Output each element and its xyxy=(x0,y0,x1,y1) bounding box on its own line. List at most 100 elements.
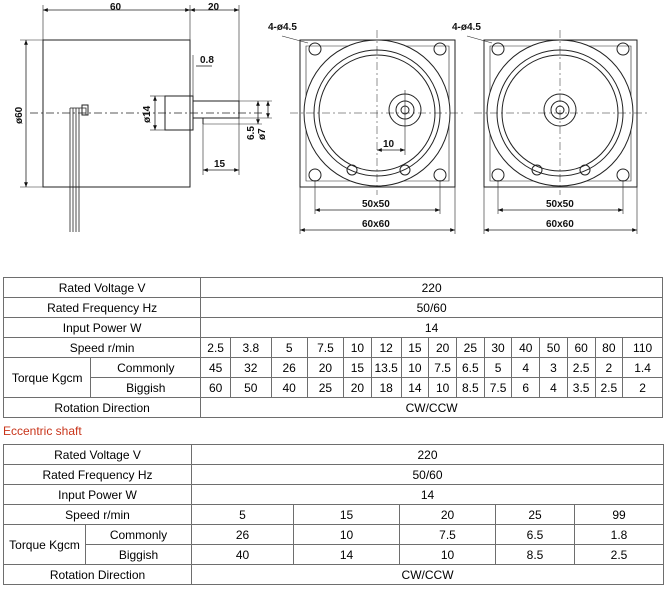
commonly-label: Commonly xyxy=(90,357,202,378)
rated-frequency-value: 50/60 xyxy=(191,464,665,485)
table-row-commonly: Torque Kgcm Commonly 26 10 7.5 6.5 1.8 xyxy=(3,524,665,565)
biggish-label: Biggish xyxy=(84,544,193,565)
table-row-biggish: Biggish 60 50 40 25 20 18 14 10 8.5 7.5 … xyxy=(4,377,663,398)
table-row: Rated Voltage V 220 xyxy=(2,277,663,298)
front-view-1 xyxy=(281,30,465,234)
table-row: Input Power W 14 xyxy=(2,317,663,338)
commonly-cell: 1.4 xyxy=(622,357,663,378)
spec-table-eccentric: Rated Voltage V 220 Rated Frequency Hz 5… xyxy=(2,444,665,585)
commonly-cell: 26 xyxy=(270,357,308,378)
front2-hole xyxy=(491,42,505,56)
rated-voltage-label: Rated Voltage V xyxy=(2,277,202,298)
biggish-cell: 40 xyxy=(270,377,308,398)
dim-15: 15 xyxy=(214,159,226,170)
rated-frequency-label: Rated Frequency Hz xyxy=(2,464,193,485)
commonly-cell: 13.5 xyxy=(370,357,402,378)
torque-label: Torque Kgcm xyxy=(2,357,92,398)
biggish-cell: 50 xyxy=(230,377,272,398)
biggish-cell: 2.5 xyxy=(594,377,624,398)
eccentric-shaft-heading: Eccentric shaft xyxy=(3,424,82,438)
biggish-cell: 6 xyxy=(511,377,541,398)
biggish-cell: 60 xyxy=(200,377,232,398)
front1-hole xyxy=(433,168,447,182)
commonly-cell: 6.5 xyxy=(455,357,485,378)
speed-cell: 50 xyxy=(539,337,568,358)
speed-cell: 110 xyxy=(622,337,663,358)
commonly-cell: 26 xyxy=(191,524,295,545)
input-power-value: 14 xyxy=(191,484,665,505)
rated-voltage-value: 220 xyxy=(200,277,663,298)
table-row-commonly: Torque Kgcm Commonly 45 32 26 20 15 13.5… xyxy=(2,357,663,398)
speed-cell: 60 xyxy=(566,337,596,358)
speed-cell: 7.5 xyxy=(306,337,345,358)
commonly-cell: 10 xyxy=(400,357,430,378)
biggish-cell: 25 xyxy=(306,377,345,398)
speed-cell: 25 xyxy=(455,337,485,358)
rotation-label: Rotation Direction xyxy=(2,397,202,418)
speed-cell: 30 xyxy=(483,337,513,358)
table-row-biggish: Biggish 40 14 10 8.5 2.5 xyxy=(4,544,665,565)
commonly-cell: 32 xyxy=(230,357,272,378)
table-row: Rated Frequency Hz 50/60 xyxy=(2,464,665,485)
speed-cell: 40 xyxy=(511,337,541,358)
commonly-cell: 10 xyxy=(293,524,401,545)
speed-cell: 5 xyxy=(270,337,308,358)
biggish-cell: 3.5 xyxy=(566,377,596,398)
front-view-2 xyxy=(466,30,647,234)
biggish-cell: 14 xyxy=(293,544,401,565)
biggish-cell: 4 xyxy=(539,377,568,398)
rated-voltage-value: 220 xyxy=(191,444,665,465)
table-row-speed: Speed r/min 2.5 3.8 5 7.5 10 12 15 20 25… xyxy=(2,337,663,358)
dim-phi60: ø60 xyxy=(14,106,25,124)
shaft xyxy=(192,100,240,119)
dim-20-top: 20 xyxy=(208,2,220,13)
front1-holes-label: 4-ø4.5 xyxy=(268,22,297,33)
biggish-cell: 40 xyxy=(191,544,295,565)
rotation-value: CW/CCW xyxy=(191,564,665,585)
biggish-cell: 10 xyxy=(428,377,457,398)
side-view xyxy=(20,5,272,232)
speed-cell: 99 xyxy=(574,504,665,525)
speed-cell: 15 xyxy=(400,337,430,358)
biggish-cell: 7.5 xyxy=(483,377,513,398)
spec-table-standard: Rated Voltage V 220 Rated Frequency Hz 5… xyxy=(2,277,663,418)
table-row: Rotation Direction CW/CCW xyxy=(2,397,663,418)
rated-voltage-label: Rated Voltage V xyxy=(2,444,193,465)
biggish-cell: 18 xyxy=(370,377,402,398)
dim-0.8: 0.8 xyxy=(200,55,214,66)
biggish-cell: 14 xyxy=(400,377,430,398)
table-row: Rotation Direction CW/CCW xyxy=(2,564,665,585)
rated-frequency-value: 50/60 xyxy=(200,297,663,318)
commonly-cell: 7.5 xyxy=(428,357,457,378)
commonly-cell: 15 xyxy=(343,357,372,378)
front2-hole xyxy=(491,168,505,182)
speed-cell: 2.5 xyxy=(200,337,232,358)
speed-cell: 12 xyxy=(370,337,402,358)
commonly-cell: 2.5 xyxy=(566,357,596,378)
input-power-value: 14 xyxy=(200,317,663,338)
speed-cell: 10 xyxy=(343,337,372,358)
speed-cell: 15 xyxy=(293,504,401,525)
commonly-cell: 3 xyxy=(539,357,568,378)
speed-label: Speed r/min xyxy=(2,337,202,358)
dim-60-top: 60 xyxy=(110,2,122,13)
biggish-cell: 2 xyxy=(622,377,663,398)
front2-hole xyxy=(616,168,630,182)
commonly-cell: 6.5 xyxy=(495,524,576,545)
speed-cell: 5 xyxy=(191,504,295,525)
rotation-label: Rotation Direction xyxy=(2,564,193,585)
dim-6.5: 6.5 xyxy=(246,126,257,140)
dim-phi7: ø7 xyxy=(257,128,268,140)
front2-holes-label: 4-ø4.5 xyxy=(452,22,481,33)
speed-label: Speed r/min xyxy=(2,504,193,525)
biggish-cell: 20 xyxy=(343,377,372,398)
table-row-speed: Speed r/min 5 15 20 25 99 xyxy=(2,504,665,525)
input-power-label: Input Power W xyxy=(2,317,202,338)
table-row: Input Power W 14 xyxy=(2,484,665,505)
rotation-value: CW/CCW xyxy=(200,397,663,418)
front2-dim-50x50: 50x50 xyxy=(546,199,574,210)
table-row: Rated Voltage V 220 xyxy=(2,444,665,465)
commonly-cell: 5 xyxy=(483,357,513,378)
front2-dim-60x60: 60x60 xyxy=(546,219,574,230)
motor-dimension-drawing: 60 20 0.8 ø60 ø14 6.5 ø7 15 4 xyxy=(14,2,647,234)
